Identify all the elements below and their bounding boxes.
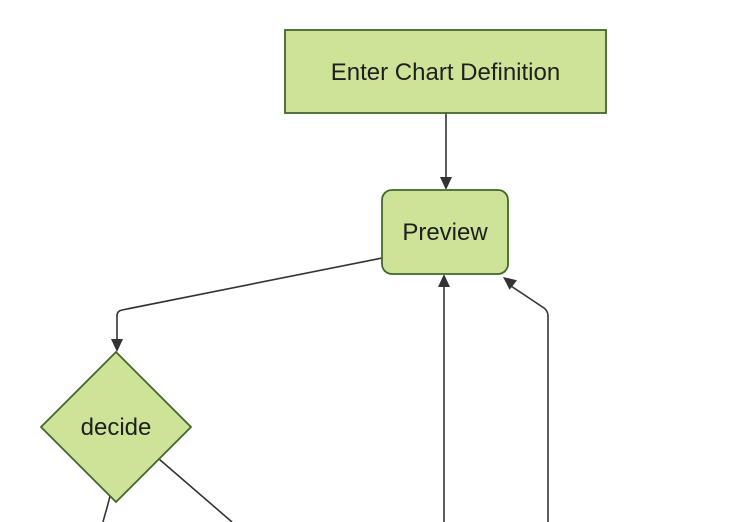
- edge-decide-to-offscreen-right: [158, 458, 233, 522]
- node-enter-chart-definition-label: Enter Chart Definition: [331, 59, 560, 86]
- node-preview-label: Preview: [402, 219, 488, 246]
- node-enter-chart-definition: Enter Chart Definition: [284, 29, 607, 114]
- node-decide-label: decide: [81, 414, 152, 441]
- edge-bottomright-to-preview: [510, 285, 549, 522]
- edge-preview-to-decide: [116, 257, 383, 340]
- edge-decide-to-offscreen-left: [102, 495, 111, 522]
- node-preview-shape: [381, 189, 509, 275]
- node-layer: Enter Chart Definition Preview decide: [39, 29, 607, 504]
- node-decide-shape: [39, 350, 193, 504]
- node-decide: decide: [39, 350, 193, 504]
- arrowhead-bottom-to-preview: [438, 274, 450, 287]
- node-enter-chart-definition-shape: [284, 29, 607, 114]
- node-preview: Preview: [381, 189, 509, 275]
- arrowhead-preview-to-decide: [111, 339, 123, 352]
- edge-layer: [102, 113, 549, 522]
- arrowhead-bottomright-to-preview: [503, 277, 517, 290]
- arrowhead-enter-to-preview: [440, 177, 452, 190]
